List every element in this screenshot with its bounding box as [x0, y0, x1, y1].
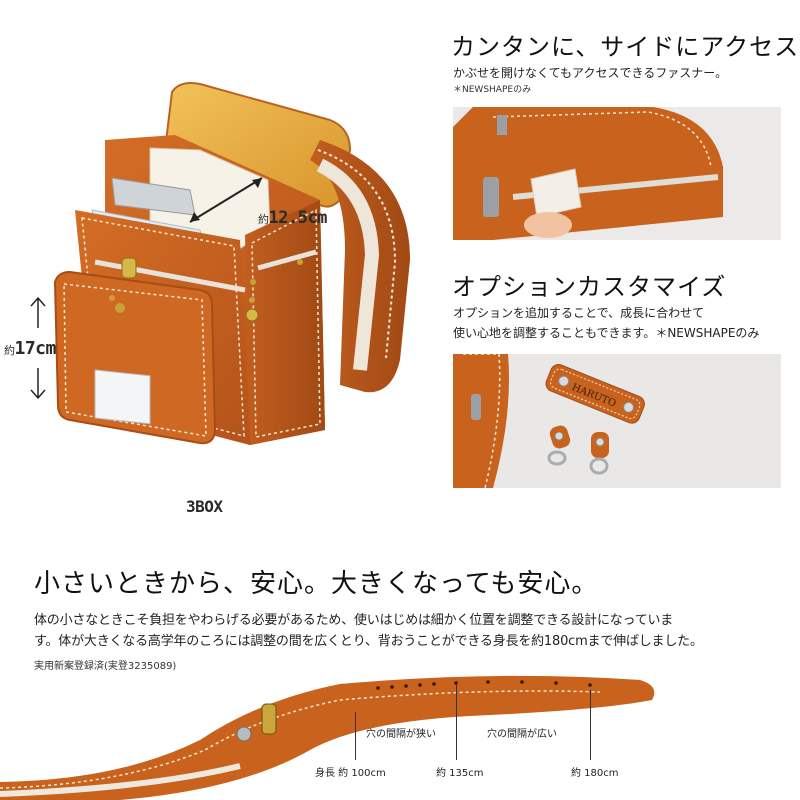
hero-illustration: [0, 0, 440, 540]
width-dimension-label: 約12.5cm: [258, 208, 327, 228]
height-dimension-label: 約17cm: [4, 338, 56, 359]
option-title: オプションカスタマイズ: [452, 273, 727, 301]
option-photo: HARUTO: [453, 354, 781, 488]
wide-spacing-label: 穴の間隔が広い: [487, 729, 557, 740]
access-title: カンタンに、サイドにアクセス: [451, 33, 800, 61]
safety-note: 実用新案登録済(実登3235089): [34, 661, 177, 672]
width-prefix: 約: [258, 213, 269, 226]
narrow-spacing-label: 穴の間隔が狭い: [366, 729, 436, 740]
guide-line-135: [456, 685, 457, 760]
access-note: ＊NEWSHAPEのみ: [453, 85, 532, 95]
height-135-label: 約 135cm: [436, 768, 484, 779]
guide-line-100: [355, 712, 356, 760]
shoulder-strap-image: [0, 675, 655, 800]
side-zipper-image: [453, 107, 781, 240]
access-photo: [453, 107, 781, 240]
height-100-label: 身長 約 100cm: [315, 768, 386, 779]
box-label: 3BOX: [186, 497, 223, 516]
height-prefix: 約: [4, 344, 15, 357]
safety-text: 体の小さなときこそ負担をやわらげる必要があるため、使いはじめは細かく位置を調整で…: [34, 610, 794, 652]
option-text-line2: 使い心地を調整することもできます。＊NEWSHAPEのみ: [453, 326, 760, 340]
option-text-line1: オプションを追加することで、成長に合わせて: [453, 306, 705, 320]
safety-text-line1: 体の小さなときこそ負担をやわらげる必要があるため、使いはじめは細かく位置を調整で…: [34, 613, 674, 628]
safety-title: 小さいときから、安心。大きくなっても安心。: [34, 569, 599, 599]
access-text: かぶせを開けなくてもアクセスできるファスナー。: [453, 66, 728, 80]
height-180-label: 約 180cm: [571, 768, 619, 779]
guide-line-180: [590, 690, 591, 760]
safety-text-line2: す。体が大きくなる高学年のころには調整の間を広くとり、背おうことができる身長を約…: [34, 634, 703, 649]
width-value: 12.5cm: [268, 208, 328, 228]
option-parts-image: HARUTO: [453, 354, 781, 488]
height-arrow-icon: [30, 296, 46, 400]
backpack-image: [53, 82, 410, 445]
height-value: 17cm: [14, 338, 57, 359]
